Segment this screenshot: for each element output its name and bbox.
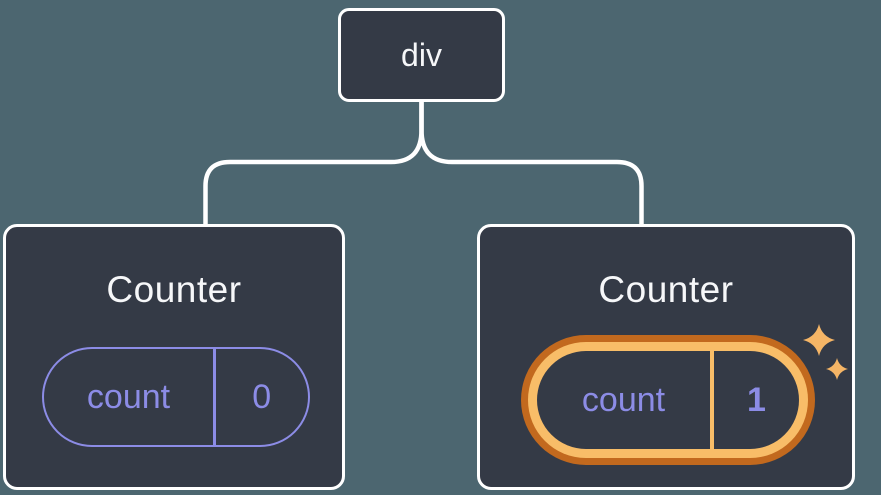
counter-card-left: Counter count 0 <box>3 224 345 490</box>
state-key-label: count <box>86 378 171 416</box>
counter-title: Counter <box>598 269 734 310</box>
state-value-label: 1 <box>747 381 766 419</box>
highlight-ring-inner: count 1 <box>528 342 808 458</box>
sparkle-large-icon <box>803 324 835 356</box>
sparkle-small-icon <box>826 358 848 380</box>
state-pill: count 0 <box>42 347 310 447</box>
state-pill-divider <box>710 351 714 449</box>
state-value-cell: 1 <box>714 351 799 449</box>
counter-card-right: Counter count 1 <box>477 224 855 490</box>
state-key-cell: count <box>44 349 213 445</box>
state-value-cell: 0 <box>216 349 309 445</box>
root-node-div: div <box>338 8 505 102</box>
connector-right-branch <box>419 101 644 224</box>
state-pill-divider <box>213 349 216 445</box>
highlight-ring: count 1 <box>521 335 815 465</box>
state-key-label: count <box>581 381 666 419</box>
counter-title: Counter <box>106 269 242 310</box>
state-key-cell: count <box>537 351 710 449</box>
state-value-label: 0 <box>252 378 272 416</box>
state-pill-highlighted: count 1 <box>537 351 799 449</box>
root-node-label: div <box>401 37 442 73</box>
connector-left-branch <box>203 101 424 224</box>
